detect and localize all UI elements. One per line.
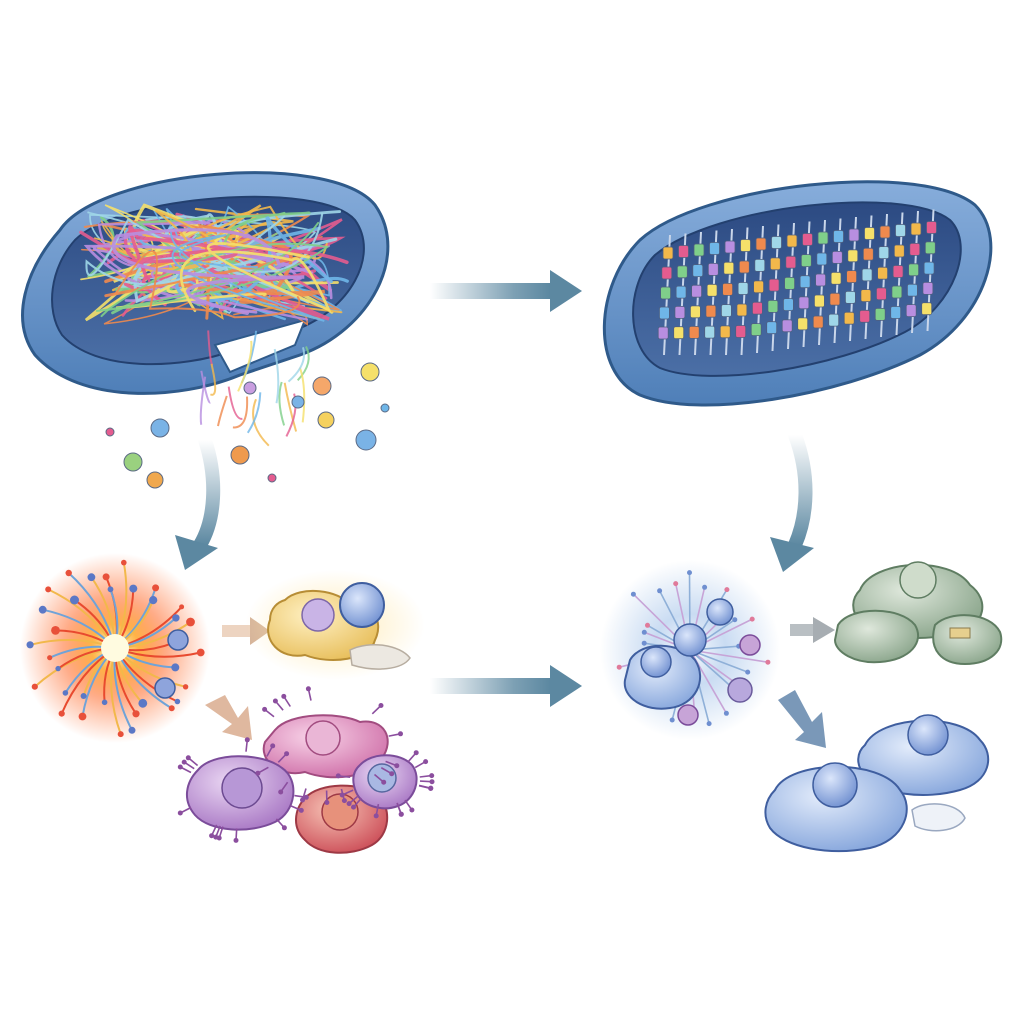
arrow-to-green-cells-icon: [790, 617, 835, 643]
arrow-top-horizontal-icon: [430, 270, 582, 312]
cell-cluster-green-icon: [833, 561, 1003, 666]
inflammation-burst-icon: [20, 553, 210, 743]
calm-burst-icon: [600, 560, 780, 740]
cell-cluster-blue-icon: [764, 714, 990, 853]
arrow-bottom-horizontal-icon: [430, 665, 582, 707]
arrow-right-down-icon: [770, 428, 814, 572]
cell-cluster-yellow-icon: [245, 570, 425, 680]
mitochondrion-organized-icon: [602, 180, 993, 407]
arrow-left-down-icon: [175, 433, 221, 570]
cell-cluster-pink-icon: [177, 686, 435, 854]
leaking-debris: [105, 330, 390, 489]
mitochondrion-damaged-icon: [21, 171, 390, 489]
arrow-to-blue-cells-icon: [778, 690, 826, 748]
ordered-cristae: [657, 209, 937, 356]
arrow-to-pink-cells-icon: [205, 695, 252, 740]
tangled-cristae: [79, 203, 349, 326]
